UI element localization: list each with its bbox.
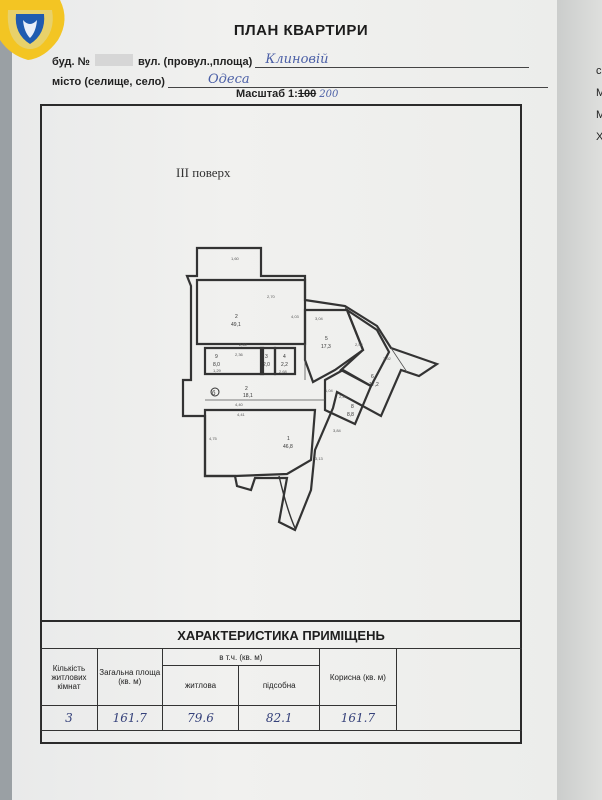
scale-line: Масштаб 1:100 200 [236, 88, 338, 100]
edge-letter: с [596, 65, 602, 77]
city-value: Одеса [208, 72, 250, 87]
street-value: Клиновій [265, 52, 329, 67]
emblem-logo [0, 0, 65, 60]
dimension: 2,68 [279, 369, 288, 374]
dimension: 2,26 [339, 394, 348, 399]
room-number: 3 [265, 354, 268, 360]
address-line: буд. № вул. (провул.,площа) Клиновій [52, 52, 530, 68]
header-cell: Корисна (кв. м) [319, 648, 397, 706]
room-area: 2,0 [263, 362, 270, 368]
dimension: 1,60 [231, 256, 240, 261]
dimension: 3,84 [333, 428, 342, 433]
room-area: 17,2 [369, 382, 379, 388]
dimension: 1,29 [213, 368, 222, 373]
room-number: 9 [215, 354, 218, 360]
header-cell: Кількість житлових кімнат [40, 648, 98, 706]
table-title: ХАРАКТЕРИСТИКА ПРИМІЩЕНЬ [40, 620, 522, 652]
room-area: 8,0 [213, 362, 220, 368]
plan-frame [40, 104, 522, 744]
dimension: 3,13 [315, 456, 324, 461]
floor-plan: б 2 49,1 5 17,3 6 17,2 3 2,0 4 2,2 9 8,0… [181, 246, 440, 532]
dimension: 4,03 [291, 314, 300, 319]
header-cell: підсобна [238, 665, 321, 706]
street-label: вул. (провул.,площа) [137, 56, 253, 68]
room-number: 8 [351, 404, 354, 410]
floor-label: III поверх [176, 165, 231, 180]
header-cell: в т.ч. (кв. м) [161, 647, 321, 667]
letter-mark: б [212, 391, 216, 397]
room-area: 8,8 [347, 412, 354, 418]
value-cell: 79.6 [161, 705, 240, 731]
characteristics-table: Кількість житлових кімнат Загальна площа… [40, 647, 522, 731]
dimension: 4,40 [235, 402, 244, 407]
edge-letter: М [596, 109, 602, 121]
room-number: 6 [371, 374, 374, 380]
edge-letter: Х [596, 131, 602, 143]
room-area: 49,1 [231, 322, 241, 328]
building-label: буд. № [52, 56, 90, 68]
dimension: 1,04 [325, 388, 334, 393]
page-title: ПЛАН КВАРТИРИ [233, 22, 369, 39]
room-area: 18,1 [243, 393, 253, 399]
header-cell: Загальна площа (кв. м) [96, 648, 163, 706]
background-sheet [552, 0, 602, 800]
scale-printed: 100 [297, 88, 317, 100]
value-cell: 82.1 [238, 705, 321, 731]
city-field: Одеса [168, 72, 549, 88]
header-cell: житлова [161, 665, 240, 706]
dimension: 3,92 [383, 356, 392, 361]
city-line: місто (селище, село) Одеса [52, 72, 549, 88]
value-cell: 3 [40, 705, 98, 731]
room-area: 17,3 [321, 344, 331, 350]
room-number: 5 [325, 336, 328, 342]
dimension: 4,41 [237, 412, 246, 417]
redacted-number [94, 54, 133, 66]
scale-handwritten: 200 [319, 89, 339, 100]
edge-letter: М [596, 87, 602, 99]
dimension: 3,04 [315, 316, 324, 321]
dimension: 2,53 [355, 342, 364, 347]
dimension: 2,50 [239, 342, 248, 347]
street-field: Клиновій [255, 52, 530, 68]
dimension: 2,70 [267, 294, 276, 299]
dimension: 4,75 [209, 436, 218, 441]
room-number: 4 [283, 354, 286, 360]
room-number: 1 [287, 436, 290, 442]
room-area: 46,8 [283, 444, 293, 450]
value-cell: 161.7 [319, 705, 397, 731]
room-number: 2 [245, 386, 248, 392]
room-number: 2 [235, 314, 238, 320]
room-area: 2,2 [281, 362, 288, 368]
value-cell: 161.7 [96, 705, 163, 731]
edge-letters: с М М Х [596, 60, 602, 148]
scale-label: Масштаб 1: [236, 88, 298, 100]
dimension: 2,36 [235, 352, 244, 357]
city-label: місто (селище, село) [52, 76, 165, 88]
empty-cell [395, 648, 522, 731]
